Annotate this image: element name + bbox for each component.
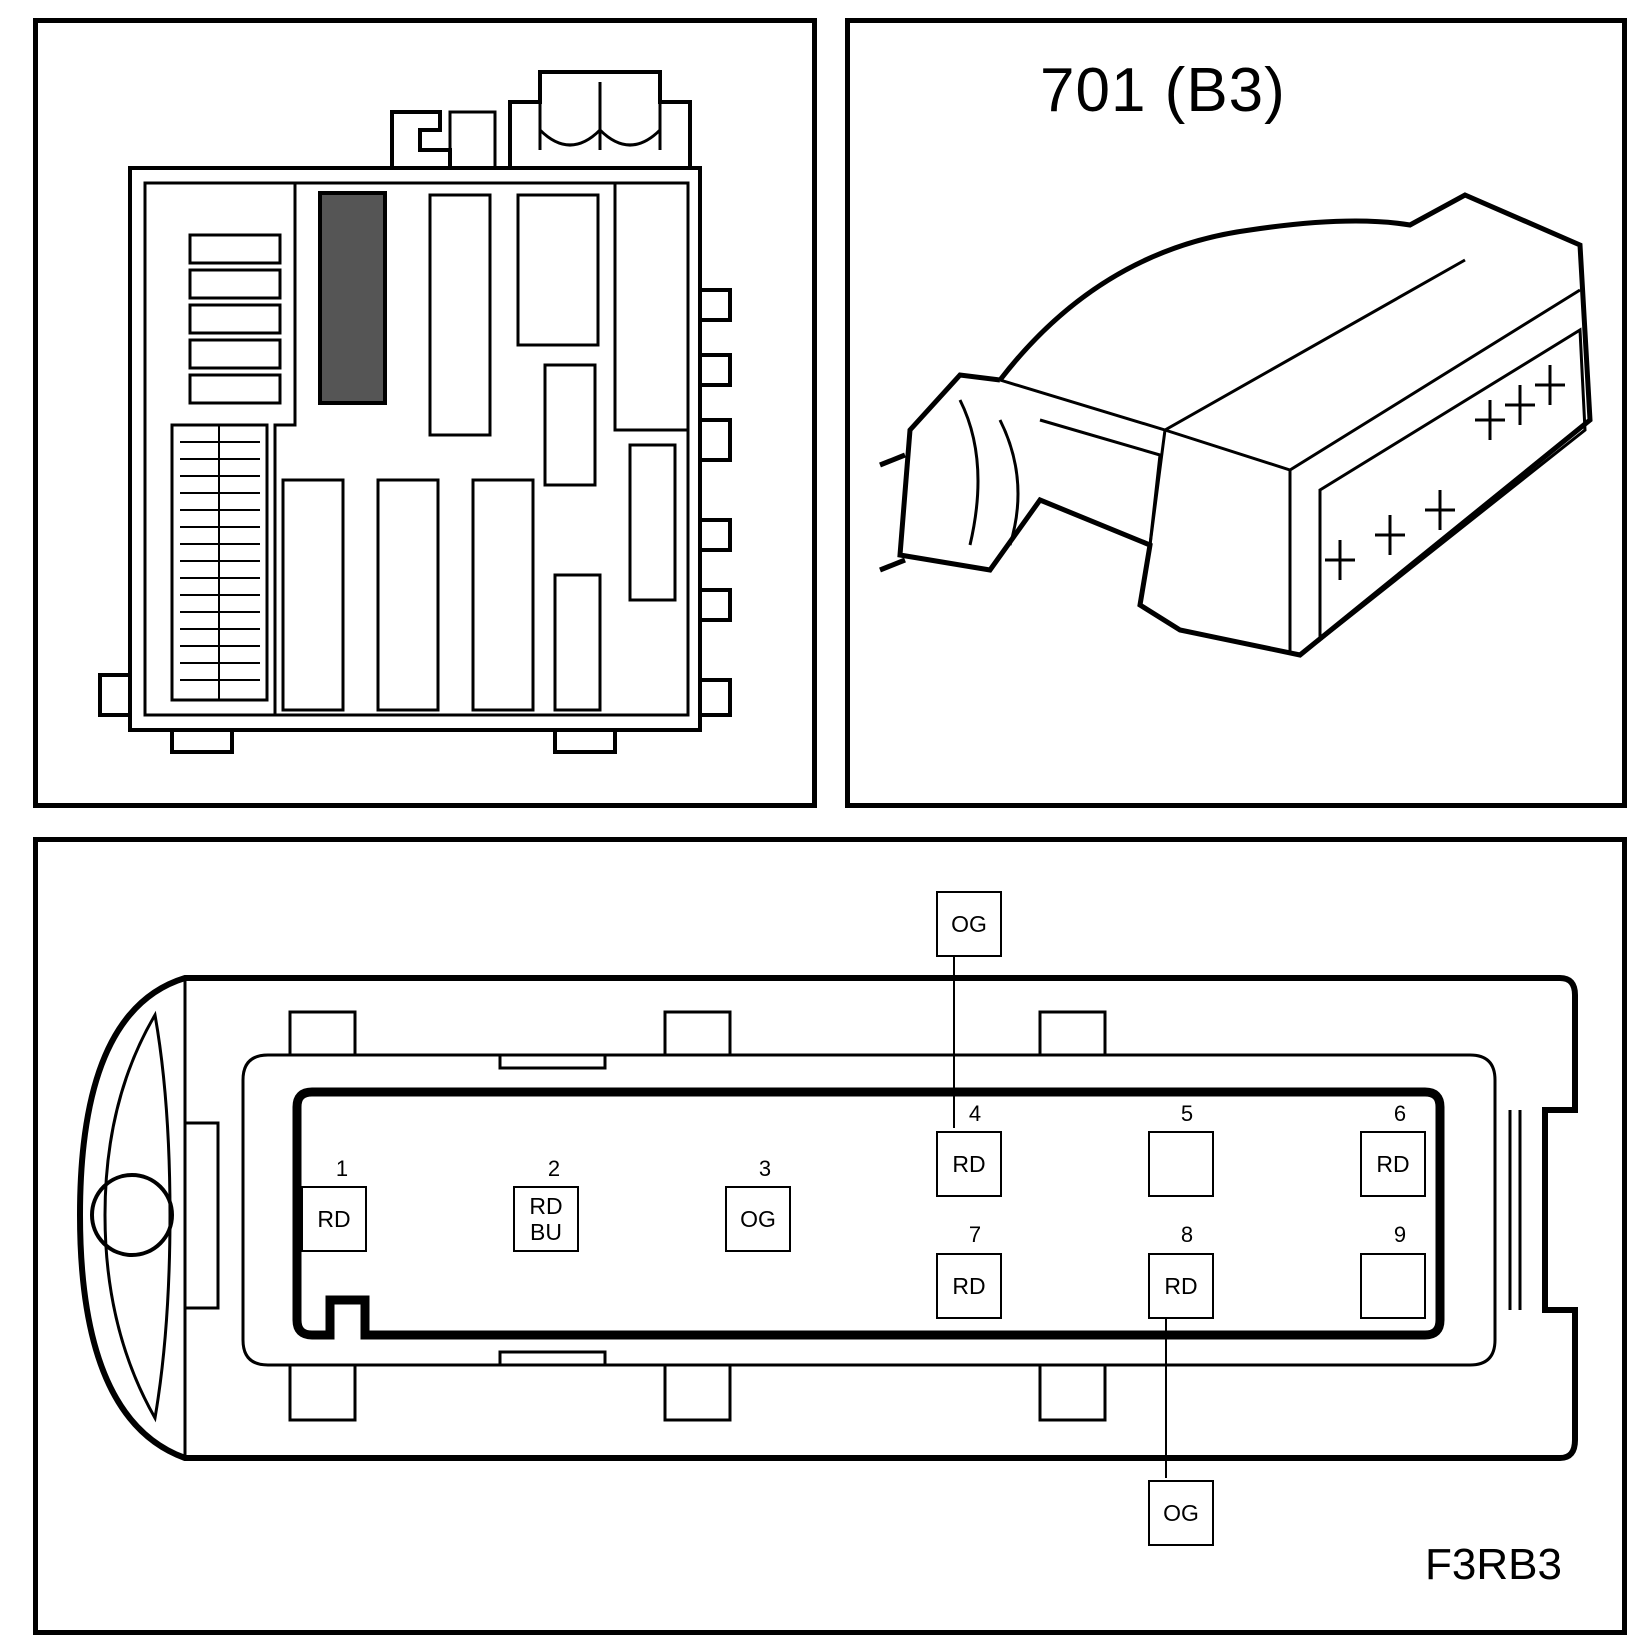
connector-view-panel: [845, 18, 1627, 808]
pin-number: 4: [968, 1101, 982, 1126]
pin-number: 6: [1393, 1101, 1407, 1126]
connector-title: 701 (B3): [1040, 56, 1286, 125]
pin-color: RD: [1376, 1151, 1410, 1177]
pin-color: RD: [529, 1193, 563, 1219]
pin-number: 3: [758, 1156, 772, 1181]
wire-label-text: OG: [1163, 1500, 1199, 1526]
pin-color: RD: [952, 1273, 986, 1299]
wire-label-pin8: OG: [1148, 1480, 1214, 1546]
pin-number: 7: [968, 1222, 982, 1247]
pin-color: RD: [317, 1206, 351, 1232]
pin-3: OG: [725, 1186, 791, 1252]
pin-9: [1360, 1253, 1426, 1319]
figure-code: F3RB3: [1425, 1540, 1562, 1589]
pin-4: RD: [936, 1131, 1002, 1197]
pin-color: BU: [530, 1219, 562, 1245]
pin-color: OG: [740, 1206, 776, 1232]
pin-number: 5: [1180, 1101, 1194, 1126]
pin-6: RD: [1360, 1131, 1426, 1197]
pin-color: RD: [1164, 1273, 1198, 1299]
wire-label-pin4: OG: [936, 891, 1002, 957]
pin-color: RD: [952, 1151, 986, 1177]
pin-8: RD: [1148, 1253, 1214, 1319]
pin-5: [1148, 1131, 1214, 1197]
pin-number: 2: [547, 1156, 561, 1181]
pin-2: RD BU: [513, 1186, 579, 1252]
pin-number: 9: [1393, 1222, 1407, 1247]
pin-7: RD: [936, 1253, 1002, 1319]
pin-number: 1: [335, 1156, 349, 1181]
pin-number: 8: [1180, 1222, 1194, 1247]
pin-1: RD: [301, 1186, 367, 1252]
wire-label-text: OG: [951, 911, 987, 937]
